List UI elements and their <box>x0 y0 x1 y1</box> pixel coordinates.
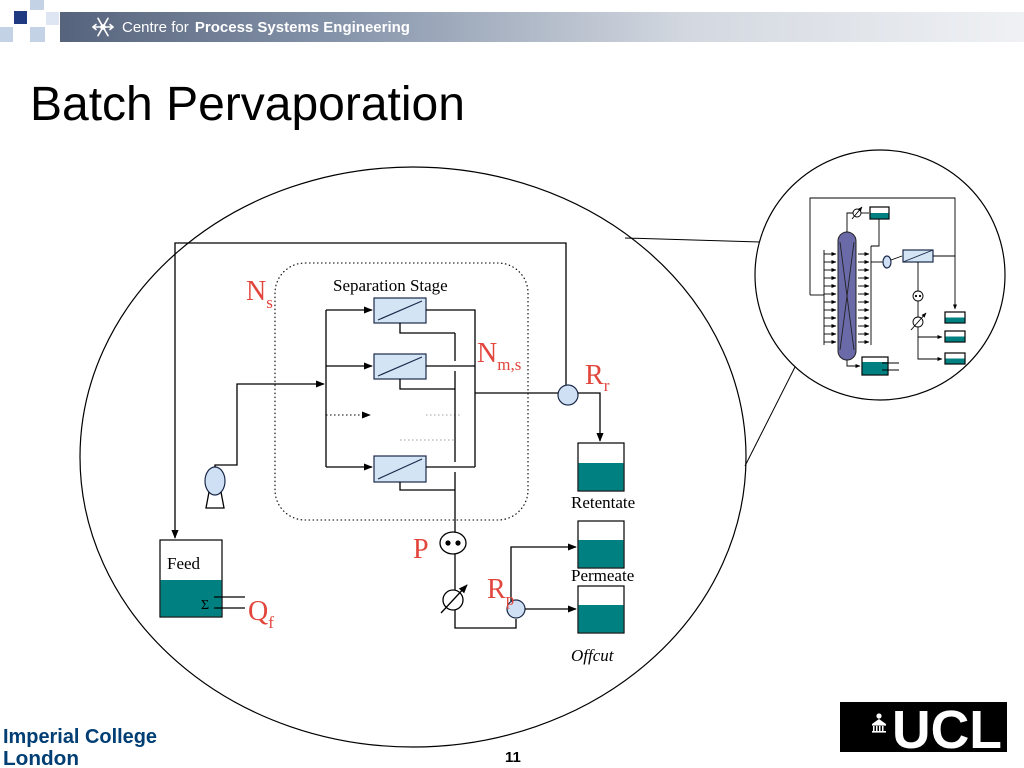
retentate-tank <box>577 442 625 492</box>
heating-coil-symbol: Σ <box>201 598 209 613</box>
header-centre-name: Process Systems Engineering <box>195 19 410 36</box>
snowflake-icon <box>92 17 114 37</box>
page-number: 11 <box>505 749 521 766</box>
label-rr-main: R <box>585 360 604 391</box>
inset-reboiler-tank <box>861 356 889 376</box>
permeate-tank <box>577 520 625 569</box>
pump-icon <box>204 466 226 509</box>
main-diagram-ellipse <box>79 166 747 748</box>
zoom-connector-top <box>624 237 761 243</box>
column-inset-circle <box>754 149 1006 401</box>
slide-title: Batch Pervaporation <box>30 78 465 131</box>
distillation-column-icon <box>809 197 966 376</box>
inset-top-tank <box>869 206 890 220</box>
label-qf-main: Q <box>248 596 268 627</box>
portico-icon <box>872 713 886 733</box>
header-band <box>60 12 1024 42</box>
label-rr: Rr <box>585 360 610 395</box>
header-bar: Centre for Process Systems Engineering <box>0 0 1024 42</box>
inset-membrane-module-icon <box>902 249 934 263</box>
label-qf: Qf <box>248 596 274 632</box>
header-centre-prefix: Centre for <box>122 19 189 36</box>
feed-tank <box>159 539 223 618</box>
feed-line <box>214 380 325 467</box>
zoom-connector-bottom <box>744 366 796 467</box>
retentate-recycle-line <box>171 242 567 539</box>
offcut-tank <box>577 585 625 634</box>
label-rp-main: R <box>487 574 506 605</box>
label-nms-main: N <box>477 338 497 369</box>
retentate-collector <box>426 309 558 468</box>
permeate-line <box>454 610 517 629</box>
inset-pump-icon <box>882 255 892 269</box>
retentate-outlet-line <box>578 392 604 442</box>
retentate-label: Retentate <box>571 493 635 512</box>
ucl-logo-text: UCL <box>892 700 1002 760</box>
imperial-logo-line2: London <box>3 748 79 768</box>
offcut-label: Offcut <box>571 646 615 665</box>
column-feed-arrows <box>824 252 837 344</box>
heating-coil-icon: Σ <box>201 596 245 613</box>
imperial-college-logo: Imperial College London <box>3 726 157 768</box>
permeate-collector <box>399 323 456 532</box>
permeate-product-line <box>510 543 577 601</box>
label-p: P <box>413 534 429 565</box>
ucl-logo: UCL <box>840 700 1007 760</box>
label-nms-sub: m,s <box>497 355 521 374</box>
vacuum-pump-icon <box>439 531 467 555</box>
batch-pervaporation-diagram: Separation Stage <box>159 242 635 665</box>
column-draw-arrows <box>858 252 870 344</box>
label-rp: Rp <box>487 574 514 609</box>
feed-distributor <box>325 306 373 471</box>
label-ns: Ns <box>246 276 273 312</box>
label-qf-sub: f <box>268 613 274 632</box>
header-centre-text: Centre for Process Systems Engineering <box>122 19 410 36</box>
label-nms: Nm,s <box>477 338 521 374</box>
inset-top-valve-icon <box>851 206 863 220</box>
imperial-logo-line1: Imperial College <box>3 726 157 748</box>
membrane-module-icon <box>373 455 427 483</box>
inset-product-tanks <box>944 311 966 365</box>
ucl-logo-background <box>840 702 1007 752</box>
permeate-label: Permeate <box>571 566 634 585</box>
separation-stage-label: Separation Stage <box>333 276 448 295</box>
membrane-module-icon <box>373 297 427 324</box>
inset-vacuum-pump-icon <box>912 290 924 302</box>
retentate-splitter-icon <box>557 384 579 406</box>
label-ns-main: N <box>246 276 266 307</box>
separation-stage-boundary <box>274 262 529 521</box>
membrane-module-icon <box>373 353 427 380</box>
label-rp-sub: p <box>506 590 515 609</box>
label-ns-sub: s <box>266 293 273 312</box>
header-squares-logo <box>0 0 59 42</box>
label-rr-sub: r <box>604 376 610 395</box>
feed-label: Feed <box>167 554 201 573</box>
valve-icon <box>440 584 468 614</box>
